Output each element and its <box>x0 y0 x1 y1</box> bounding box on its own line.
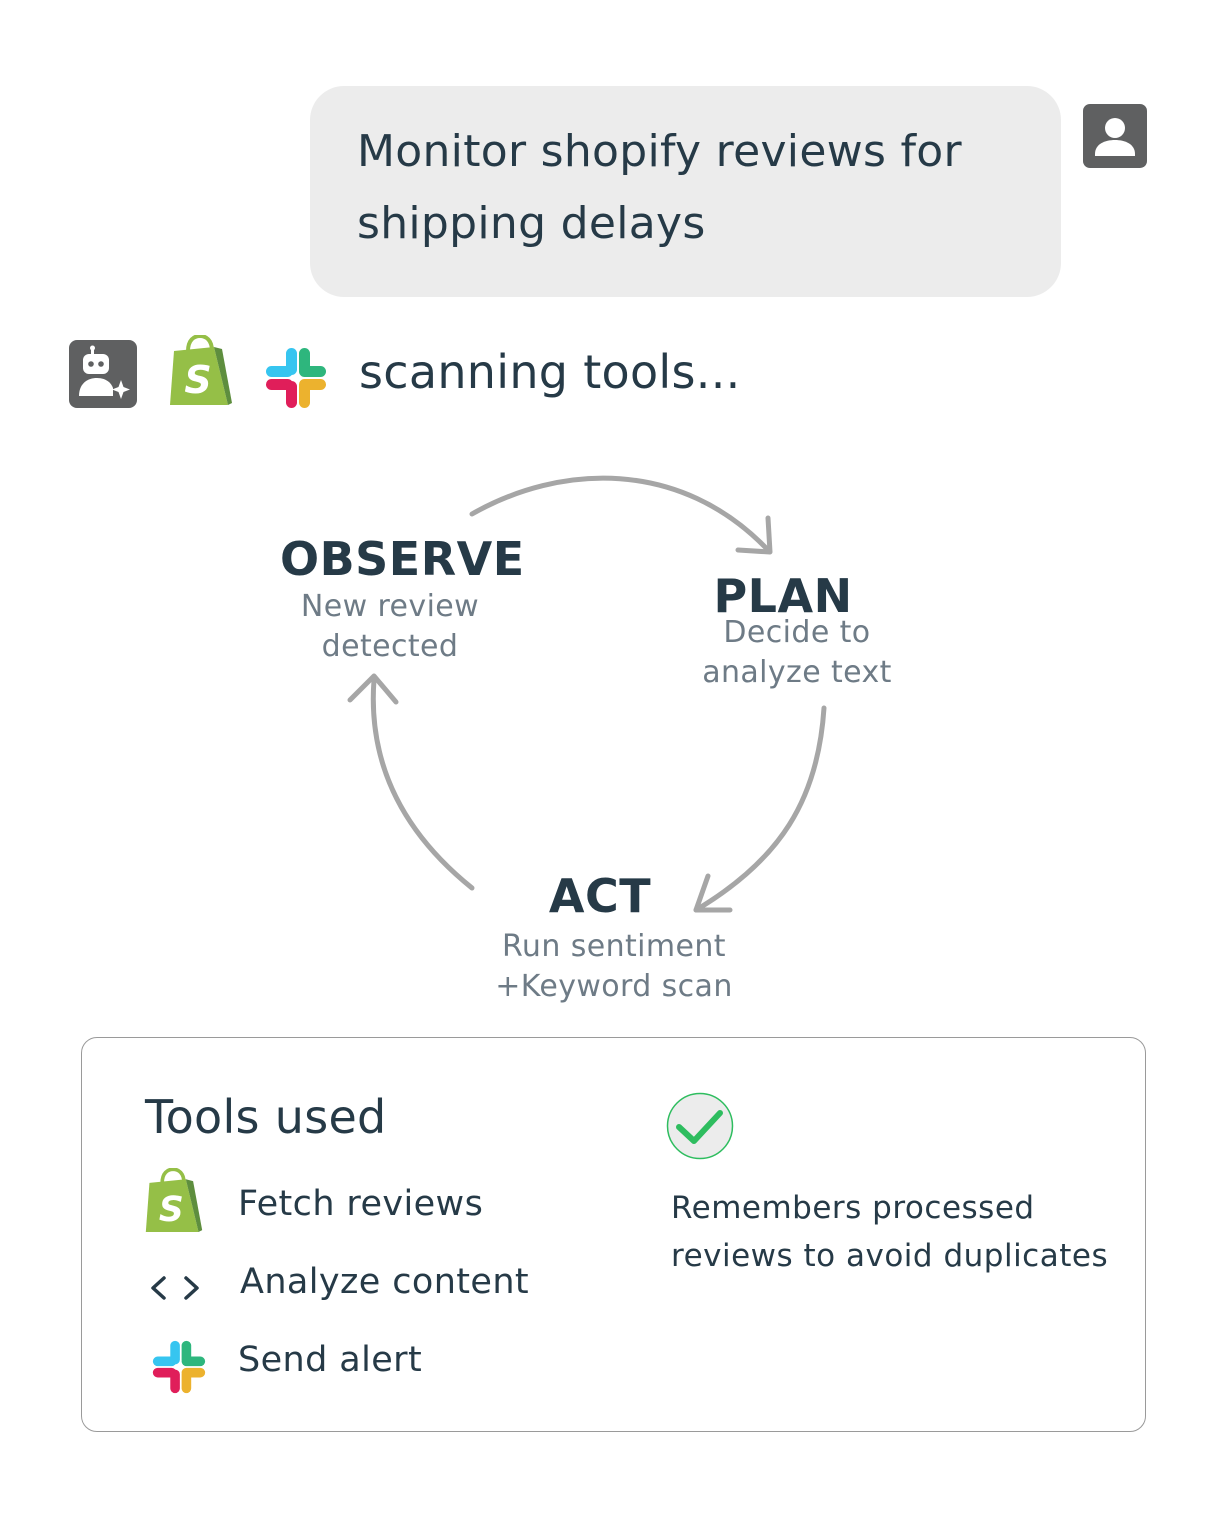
shopify-icon: S <box>168 333 234 409</box>
plan-desc-line-1: Decide to <box>723 615 871 650</box>
user-message-line-2: shipping delays <box>357 198 706 249</box>
tool-label-fetch-reviews: Fetch reviews <box>238 1184 484 1224</box>
tools-used-panel <box>81 1037 1146 1432</box>
user-message-line-1: Monitor shopify reviews for <box>357 126 962 177</box>
tool-label-send-alert: Send alert <box>238 1340 423 1380</box>
slack-icon <box>152 1340 206 1394</box>
arrow-act-to-observe-head <box>347 673 399 705</box>
memory-note: Remembers processed reviews to avoid dup… <box>671 1184 1108 1280</box>
shopify-icon: S <box>144 1167 204 1236</box>
memory-note-line-1: Remembers processed <box>671 1190 1035 1226</box>
svg-text:S: S <box>159 1190 184 1230</box>
cycle-arrows <box>347 475 827 913</box>
plan-desc-line-2: analyze text <box>702 655 892 690</box>
tools-used-title: Tools used <box>145 1090 387 1144</box>
arrow-plan-to-act <box>693 705 827 913</box>
observe-desc-line-2: detected <box>321 629 459 664</box>
arrow-act-to-observe <box>370 677 475 891</box>
observe-desc-line-1: New review <box>300 589 480 624</box>
slack-icon <box>265 347 327 409</box>
user-avatar-icon <box>1083 104 1147 168</box>
agent-sparkle-icon <box>69 340 137 408</box>
tool-label-analyze-content: Analyze content <box>240 1262 530 1302</box>
observe-title: OBSERVE <box>280 532 525 586</box>
arrow-observe-to-plan <box>469 475 771 553</box>
act-desc-line-1: Run sentiment <box>502 929 726 964</box>
arrow-observe-to-plan-head <box>735 515 773 555</box>
user-message-bubble: Monitor shopify reviews for shipping del… <box>310 86 1061 297</box>
plan-title: PLAN <box>713 569 853 623</box>
svg-text:S: S <box>184 358 211 402</box>
scanning-status-text: scanning tools... <box>359 345 741 399</box>
act-title: ACT <box>548 869 652 923</box>
check-circle-icon <box>666 1092 734 1160</box>
memory-note-line-2: reviews to avoid duplicates <box>671 1238 1109 1274</box>
code-icon <box>148 1270 202 1306</box>
arrow-plan-to-act-head <box>693 873 733 913</box>
act-desc-line-2: +Keyword scan <box>495 969 733 1004</box>
